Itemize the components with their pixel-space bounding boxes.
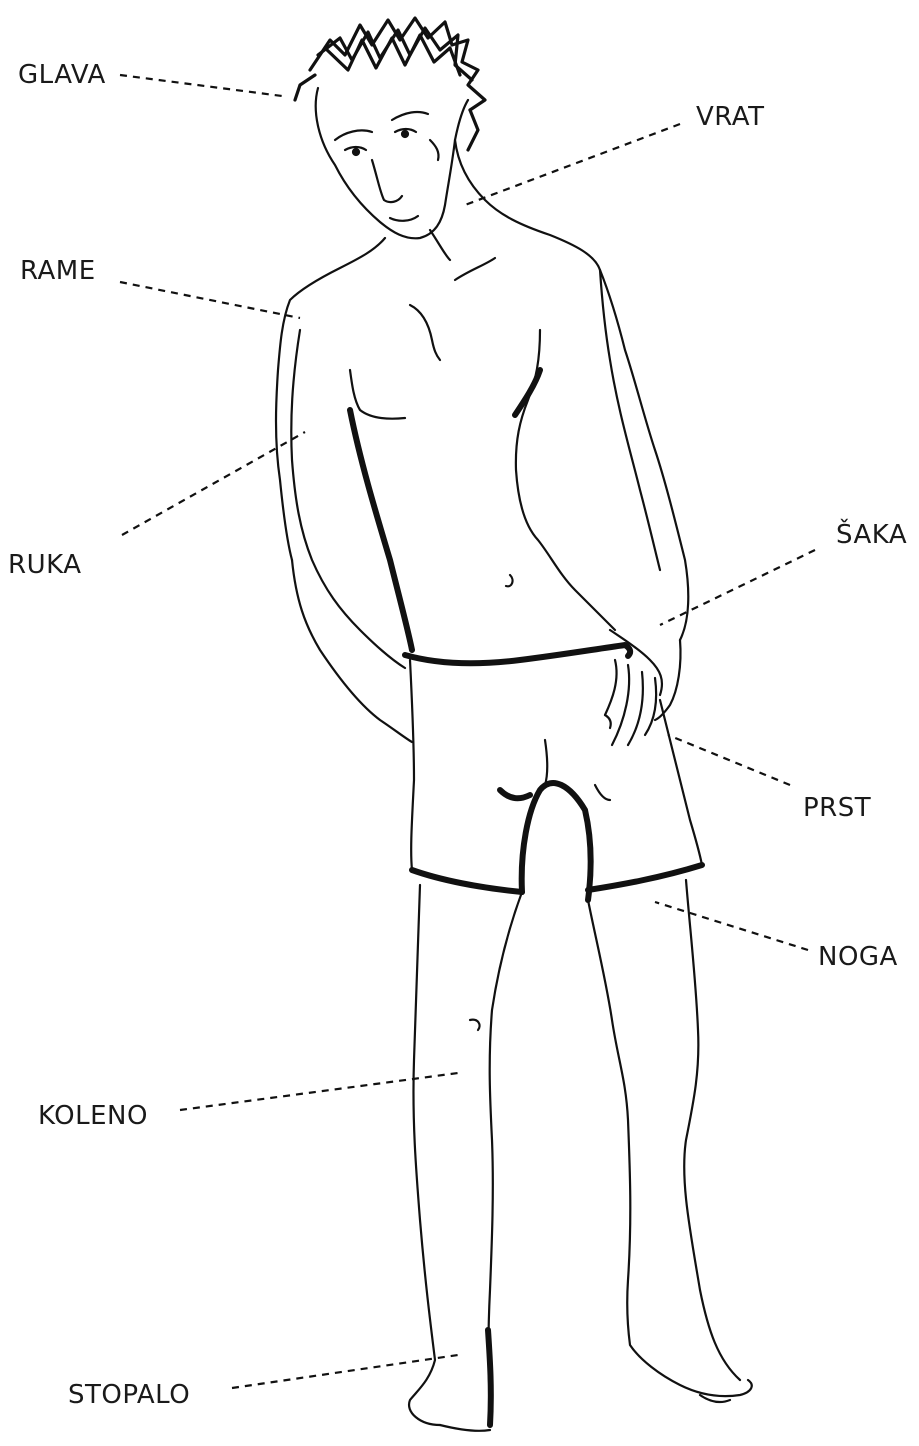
leader-prst xyxy=(668,735,790,785)
leader-noga xyxy=(655,902,808,950)
label-vrat: VRAT xyxy=(696,104,764,130)
label-ruka: RUKA xyxy=(8,552,81,578)
head-outline xyxy=(316,88,468,238)
torso-outline xyxy=(276,140,688,640)
left-arm-outline xyxy=(291,330,412,742)
label-noga: NOGA xyxy=(818,944,898,970)
label-koleno: KOLENO xyxy=(38,1103,148,1129)
right-arm-outline xyxy=(600,270,681,745)
leader-koleno xyxy=(180,1073,458,1110)
label-glava: GLAVA xyxy=(18,62,106,88)
leader-glava xyxy=(120,75,282,96)
leader-saka xyxy=(660,550,815,625)
leader-rame xyxy=(120,282,300,318)
torso-side-shadow xyxy=(350,370,540,650)
legs-shadow xyxy=(488,1330,491,1425)
label-prst: PRST xyxy=(803,795,871,821)
label-stopalo: STOPALO xyxy=(68,1382,190,1408)
leader-vrat xyxy=(465,124,680,205)
shorts-outline xyxy=(405,645,702,900)
label-rame: RAME xyxy=(20,258,96,284)
label-saka: ŠAKA xyxy=(836,522,907,548)
legs-outline xyxy=(409,880,752,1431)
